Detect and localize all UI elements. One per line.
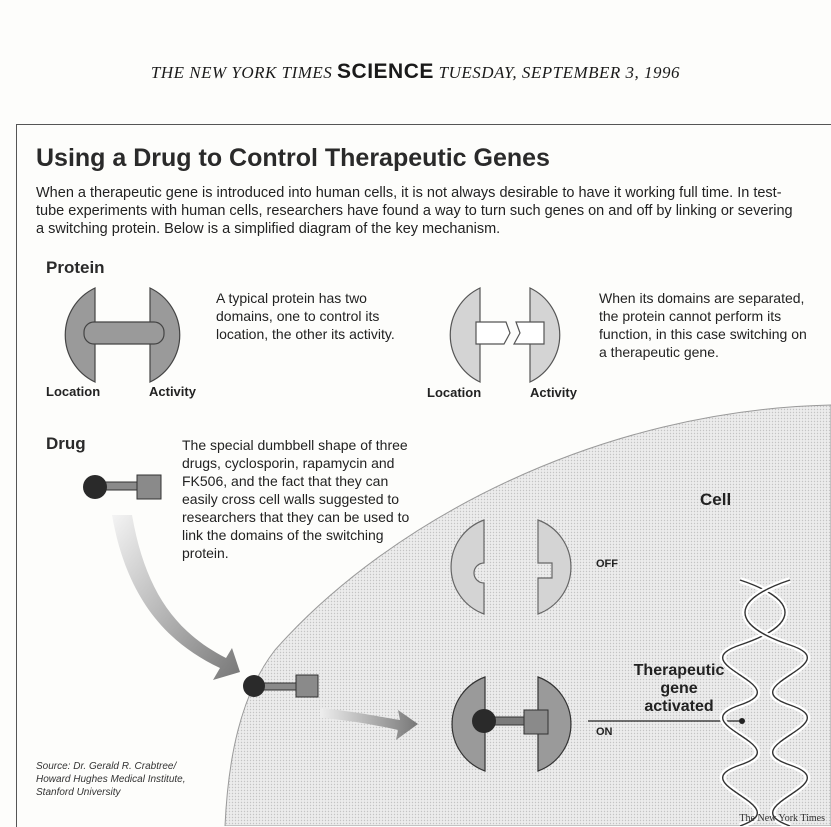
protein-joined-icon: [65, 288, 180, 382]
protein-separated-location-label: Location: [427, 385, 481, 400]
gene-activated-label: Therapeutic gene activated: [624, 662, 734, 716]
source-line-3: Stanford University: [36, 786, 186, 799]
off-label: OFF: [596, 558, 618, 570]
drug-caption: The special dumbbell shape of three drug…: [182, 436, 410, 562]
drug-heading: Drug: [46, 434, 86, 454]
on-label: ON: [596, 726, 613, 738]
protein-heading: Protein: [46, 258, 105, 278]
credit: The New York Times: [739, 813, 825, 824]
protein-separated-caption: When its domains are separated, the prot…: [599, 289, 809, 361]
source-line-2: Howard Hughes Medical Institute,: [36, 773, 186, 786]
protein-joined-caption: A typical protein has two domains, one t…: [216, 289, 416, 343]
source-line-1: Source: Dr. Gerald R. Crabtree/: [36, 760, 186, 773]
source-note: Source: Dr. Gerald R. Crabtree/ Howard H…: [36, 760, 186, 799]
gene-label-line-1: Therapeutic: [624, 662, 734, 680]
protein-separated-activity-label: Activity: [530, 385, 577, 400]
graphic-title: Using a Drug to Control Therapeutic Gene…: [36, 144, 550, 173]
protein-separated-icon: [450, 288, 560, 382]
graphic-intro: When a therapeutic gene is introduced in…: [36, 184, 796, 238]
gene-label-line-3: activated: [624, 698, 734, 716]
protein-joined-activity-label: Activity: [149, 384, 196, 399]
protein-joined-location-label: Location: [46, 384, 100, 399]
cell-label: Cell: [700, 490, 731, 510]
gene-label-line-2: gene: [624, 680, 734, 698]
drug-dumbbell-icon: [83, 475, 161, 499]
